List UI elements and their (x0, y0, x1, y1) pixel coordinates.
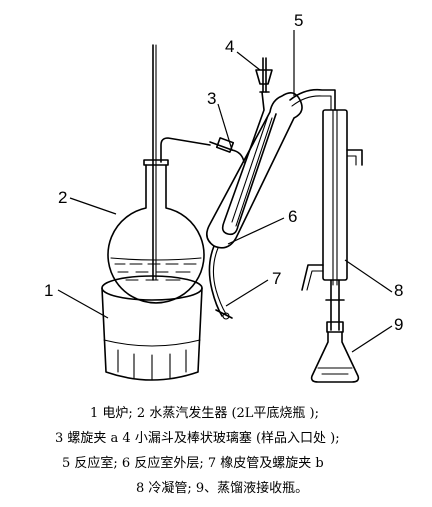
reaction-chamber-outer (206, 92, 303, 249)
condenser (301, 109, 363, 331)
label-4: 4 (225, 37, 234, 56)
caption-line-2: 3 螺旋夹 a 4 小漏斗及棒状玻璃塞 (样品入口处 ); (55, 431, 340, 446)
small-funnel-with-stopper (255, 57, 273, 93)
distillation-apparatus-diagram: 1 2 3 4 5 6 7 8 9 (44, 11, 403, 383)
screw-clamp-a (209, 137, 245, 163)
label-8: 8 (394, 281, 403, 300)
label-1: 1 (44, 281, 53, 300)
label-6: 6 (288, 207, 297, 226)
reaction-chamber-inner (221, 91, 277, 236)
caption-line-4: 8 冷凝管; 9、蒸馏液接收瓶。 (136, 481, 309, 496)
caption-line-1: 1 电炉; 2 水蒸汽发生器 (2L平底烧瓶 ); (90, 406, 320, 421)
vapor-tube (289, 88, 336, 111)
rubber-tube-clamp-b (208, 245, 233, 320)
label-2: 2 (58, 188, 67, 207)
leader-lines (57, 30, 393, 353)
caption-line-3: 5 反应室; 6 反应室外层; 7 橡皮管及螺旋夹 b (62, 456, 324, 471)
receiving-flask (310, 321, 360, 383)
label-7: 7 (272, 269, 281, 288)
label-9: 9 (394, 315, 403, 334)
steam-generator-flask (107, 44, 211, 304)
electric-furnace (101, 275, 203, 381)
label-3: 3 (207, 89, 216, 108)
label-5: 5 (294, 11, 303, 30)
